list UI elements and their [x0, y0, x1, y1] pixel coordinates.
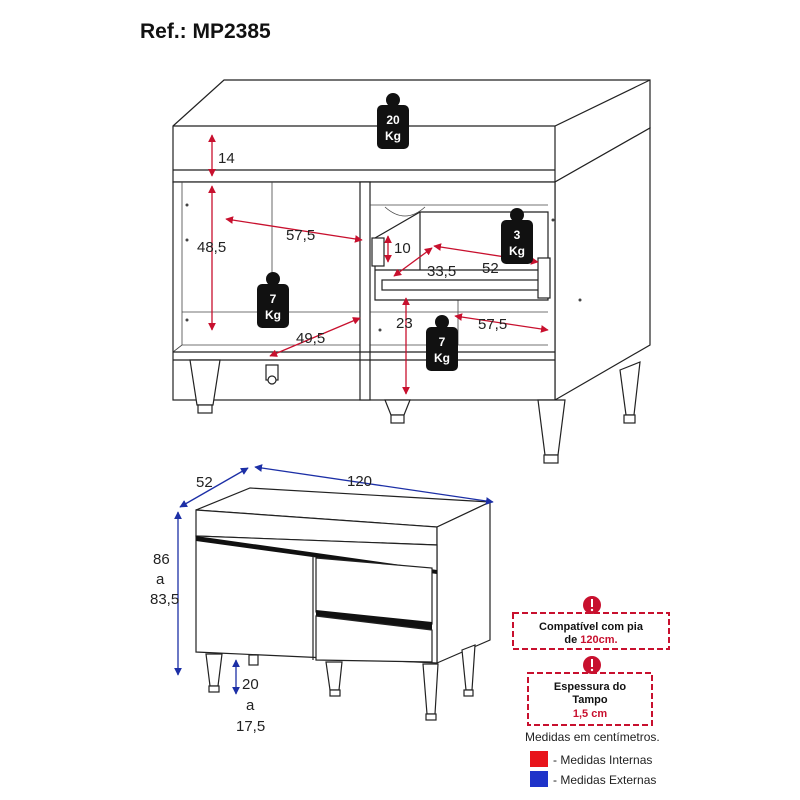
svg-text:Kg: Kg [265, 308, 281, 322]
top-thickness-box: Espessura do Tampo 1,5 cm [527, 656, 653, 726]
svg-text:Tampo: Tampo [572, 694, 608, 706]
weight-icon-drawer: 3 Kg [501, 208, 533, 264]
dim-right-depth: 57,5 [478, 316, 507, 333]
svg-text:1,5 cm: 1,5 cm [573, 708, 607, 720]
svg-text:de 120cm.: de 120cm. [564, 634, 617, 646]
sink-compatibility-box: Compatível com pia de 120cm. [512, 596, 670, 650]
dim-drawer-depth: 52 [482, 260, 499, 277]
weight-icon-right-shelf: 7 Kg [426, 315, 458, 371]
svg-text:Kg: Kg [385, 129, 401, 143]
svg-text:Espessura do: Espessura do [554, 681, 626, 693]
dim-width: 120 [347, 473, 372, 490]
dim-drawer-height: 10 [394, 240, 411, 257]
dim-feet-max: 20 [242, 676, 259, 693]
legend: Medidas em centímetros. - Medidas Intern… [525, 730, 660, 787]
dim-height-min: 83,5 [150, 591, 179, 608]
drawer-front-lower [315, 615, 433, 663]
dim-height-max: 86 [153, 551, 170, 568]
dim-feet-separator: a [246, 697, 255, 714]
svg-text:Kg: Kg [434, 351, 450, 365]
legend-external-swatch [530, 771, 548, 787]
dim-left-depth: 57,5 [286, 227, 315, 244]
dim-top-gap: 14 [218, 150, 235, 167]
dim-left-width: 49,5 [296, 330, 325, 347]
dim-height-separator: a [156, 571, 165, 588]
dim-feet-min: 17,5 [236, 718, 265, 735]
legs-top-view [189, 359, 641, 464]
dim-drawer-width: 33,5 [427, 263, 456, 280]
legend-external: - Medidas Externas [553, 773, 656, 787]
closed-cabinet-view: 52 120 86 a 83,5 20 a 17,5 [150, 464, 494, 735]
svg-text:Kg: Kg [509, 244, 525, 258]
center-divider [359, 181, 371, 401]
weight-icon-left-shelf: 7 Kg [257, 272, 289, 328]
dim-right-height: 23 [396, 315, 413, 332]
svg-text:7: 7 [270, 292, 277, 306]
side-panel-closed [436, 501, 491, 664]
svg-text:3: 3 [514, 228, 521, 242]
legs-closed-view [205, 644, 476, 721]
legend-internal-swatch [530, 751, 548, 767]
dim-depth: 52 [196, 474, 213, 491]
weight-icon-top: 20 Kg [377, 93, 409, 149]
svg-text:Compatível com pia: Compatível com pia [539, 621, 644, 633]
reference-title: Ref.: MP2385 [140, 20, 271, 43]
legend-internal: - Medidas Internas [553, 753, 652, 767]
svg-text:20: 20 [386, 113, 400, 127]
legend-note: Medidas em centímetros. [525, 730, 660, 744]
drawer-front [381, 279, 549, 291]
dim-left-height: 48,5 [197, 239, 226, 256]
svg-text:7: 7 [439, 335, 446, 349]
open-cabinet-view: 14 48,5 57,5 49,5 10 33,5 52 23 57,5 20 … [172, 79, 651, 464]
countertop [172, 79, 651, 183]
